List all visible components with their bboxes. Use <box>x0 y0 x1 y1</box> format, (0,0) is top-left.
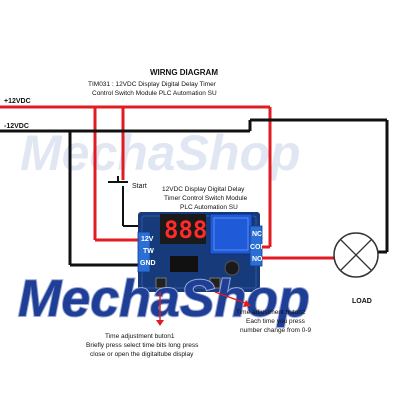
pin-label-12v: 12V <box>141 236 154 243</box>
diagram-subtitle-line1: TIM031 : 12VDC Display Digital Delay Tim… <box>88 81 217 88</box>
load-label: LOAD <box>352 298 372 305</box>
relay <box>209 213 253 255</box>
pin-label-no: NO <box>252 256 263 263</box>
load-lamp <box>333 232 379 278</box>
negative-rail <box>0 118 389 267</box>
load-lamp-cross-2 <box>340 239 372 271</box>
button1-arrow-head <box>156 320 164 326</box>
led-display-value: 888 <box>164 216 207 244</box>
button2-arrow-line <box>214 291 249 305</box>
pin-label-tw: TW <box>143 248 154 255</box>
ic-chip <box>170 256 198 272</box>
left-terminal-block <box>137 231 151 273</box>
negative-rail-label: -12VDC <box>4 123 29 130</box>
positive-rail-label: +12VDC <box>4 98 31 105</box>
timer-module: 888 <box>137 212 263 292</box>
pin-label-nc: NC <box>252 231 262 238</box>
start-switch-label: Start <box>132 183 147 190</box>
button2-annotation-line1: Time adjustment buton2 <box>236 309 306 316</box>
capacitor <box>224 260 240 276</box>
pin-label-gnd: GND <box>140 260 156 267</box>
pin-label-com: COM <box>250 244 267 251</box>
watermark-top: MechaShop <box>20 125 301 181</box>
module-label-line2: Timer Control Switch Module <box>164 195 248 202</box>
start-switch <box>108 176 140 227</box>
watermark-main: MechaShop <box>18 270 310 328</box>
time-adjustment-button-1[interactable] <box>155 277 167 289</box>
led-display <box>160 214 206 244</box>
button1-annotation-line1: Time adjustment buton1 <box>105 333 175 340</box>
relay-label-area <box>213 217 249 251</box>
button1-annotation-line2: Briefly press select time bits long pres… <box>86 342 199 349</box>
diagram-title: WIRNG DIAGRAM <box>150 68 218 77</box>
positive-rail <box>0 105 272 242</box>
time-adjustment-button-2[interactable] <box>209 277 221 289</box>
button2-annotation-line3: number change from 0-9 <box>240 327 312 334</box>
button2-arrow-head <box>243 300 251 307</box>
button2-annotation-line2: Each time you press <box>246 318 306 325</box>
diagram-subtitle-line2: Control Switch Module PLC Automation SU <box>92 90 217 97</box>
module-label-line3: PLC Automation SU <box>180 204 238 211</box>
button1-annotation-line3: close or open the digitaltube display <box>90 351 194 358</box>
module-label-line1: 12VDC Display Digital Delay <box>162 186 245 193</box>
